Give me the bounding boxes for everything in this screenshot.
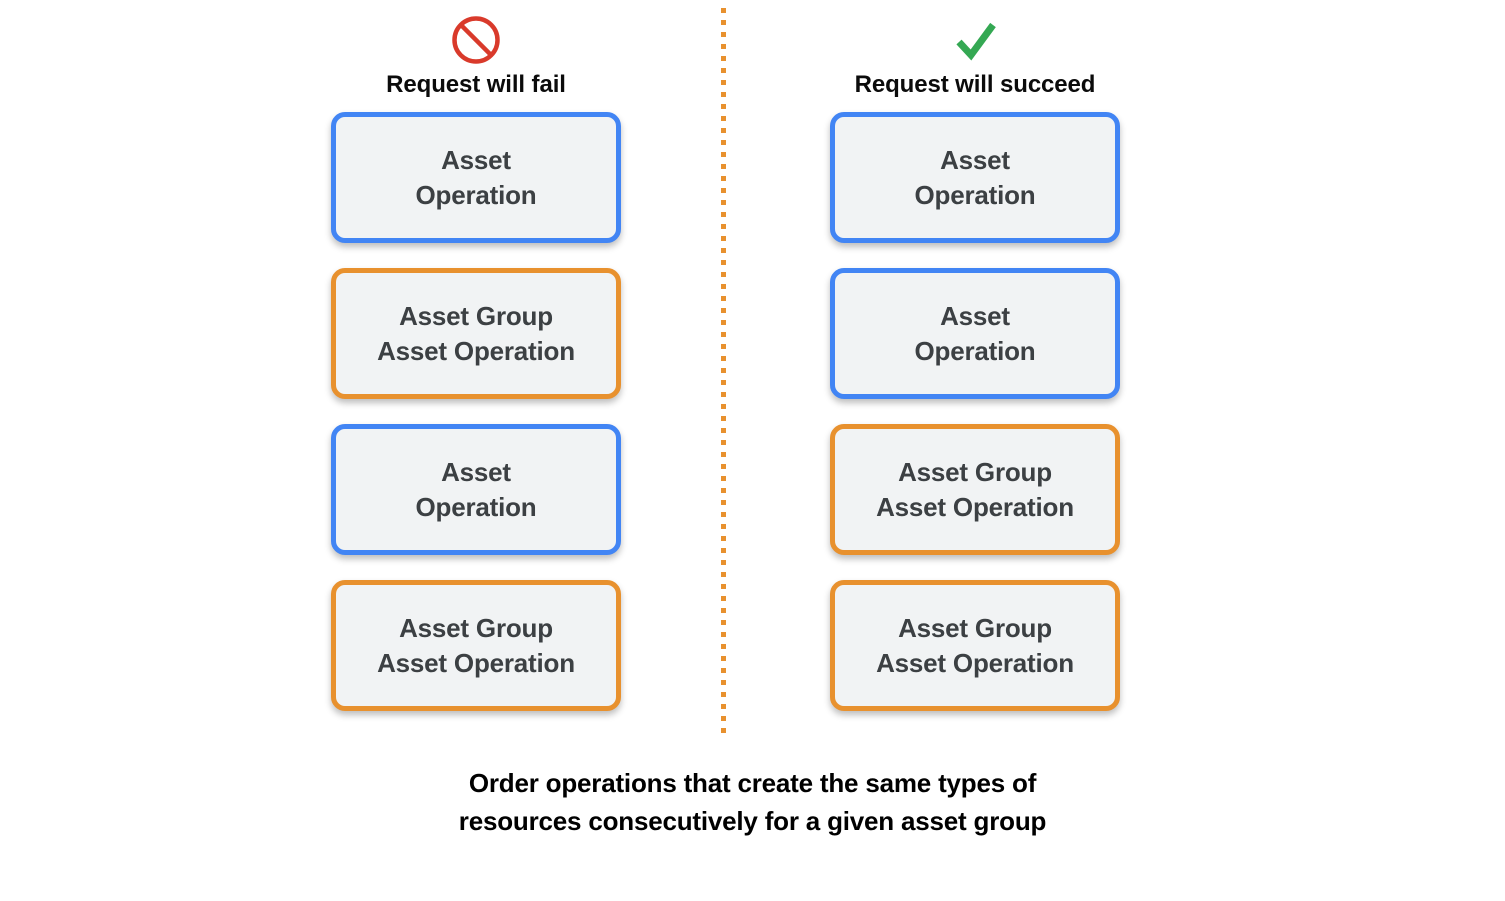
card-fail-3[interactable]: Asset Operation [331, 424, 621, 556]
column-succeed-title: Request will succeed [854, 71, 1096, 98]
diagram-caption: Order operations that create the same ty… [458, 768, 1047, 837]
card-label: Asset Operation [415, 145, 537, 210]
card-succeed-4[interactable]: Asset Group Asset Operation [830, 580, 1120, 712]
card-fail-2[interactable]: Asset Group Asset Operation [331, 268, 621, 400]
column-divider [721, 8, 726, 736]
column-succeed: Request will succeed Asset Operation Ass… [810, 0, 1140, 712]
card-label: Asset Operation [914, 301, 1036, 366]
card-stack-fail: Asset Operation Asset Group Asset Operat… [331, 112, 621, 712]
card-label: Asset Operation [914, 145, 1036, 210]
column-succeed-header: Request will succeed [854, 0, 1096, 98]
column-fail-title: Request will fail [386, 71, 566, 98]
prohibited-icon [452, 16, 500, 64]
card-stack-succeed: Asset Operation Asset Operation Asset Gr… [830, 112, 1120, 712]
check-icon [956, 22, 996, 61]
card-label: Asset Group Asset Operation [377, 613, 575, 678]
card-succeed-3[interactable]: Asset Group Asset Operation [830, 424, 1120, 556]
card-label: Asset Group Asset Operation [377, 301, 575, 366]
card-succeed-1[interactable]: Asset Operation [830, 112, 1120, 244]
card-label: Asset Group Asset Operation [876, 457, 1074, 522]
card-succeed-2[interactable]: Asset Operation [830, 268, 1120, 400]
card-fail-4[interactable]: Asset Group Asset Operation [331, 580, 621, 712]
card-label: Asset Operation [415, 457, 537, 522]
column-fail-header: Request will fail [386, 0, 566, 98]
card-fail-1[interactable]: Asset Operation [331, 112, 621, 244]
card-label: Asset Group Asset Operation [876, 613, 1074, 678]
column-fail: Request will fail Asset Operation Asset … [311, 0, 641, 712]
